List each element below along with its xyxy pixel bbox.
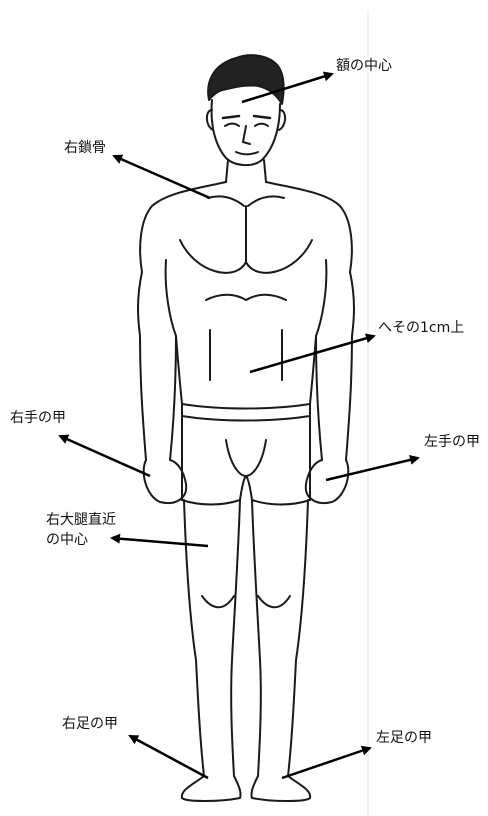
arrow-right-foot — [130, 736, 208, 778]
arrow-right-thigh — [112, 538, 208, 546]
label-right-thigh-line2: の中心 — [46, 532, 88, 549]
label-right-foot-back: 右足の甲 — [62, 716, 118, 733]
label-right-thigh-line1: 右大腿直近 — [46, 512, 116, 529]
label-forehead-center: 額の中心 — [336, 58, 392, 75]
label-left-foot-back: 左足の甲 — [376, 730, 432, 747]
label-right-hand-back: 右手の甲 — [10, 410, 66, 427]
label-right-clavicle: 右鎖骨 — [64, 140, 106, 157]
arrow-navel — [250, 336, 374, 372]
arrow-right-clavicle — [114, 156, 210, 198]
label-left-hand-back: 左手の甲 — [424, 434, 480, 451]
arrow-right-hand — [60, 436, 150, 476]
arrow-left-foot — [282, 748, 370, 778]
arrow-left-hand — [326, 458, 418, 480]
label-above-navel: へその1cm上 — [378, 320, 464, 337]
